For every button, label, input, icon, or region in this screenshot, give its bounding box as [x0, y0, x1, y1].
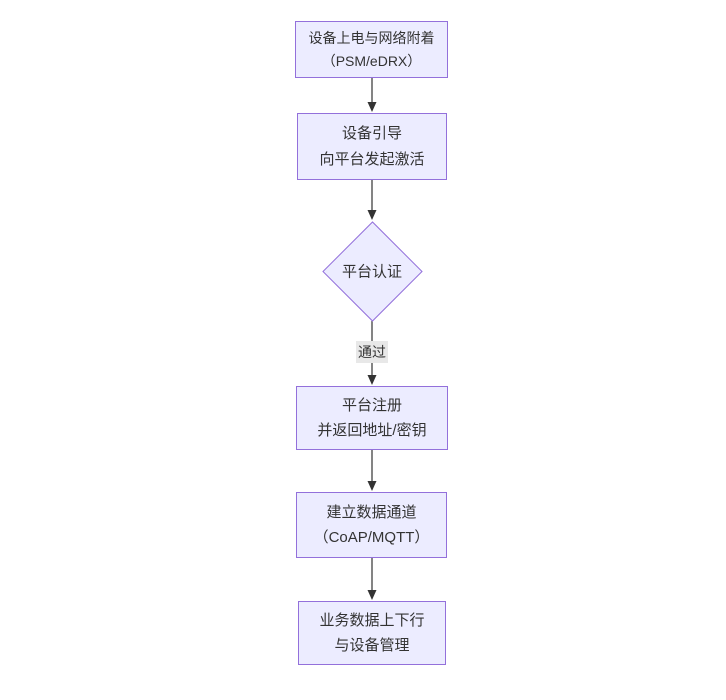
node-business-data: 业务数据上下行 与设备管理: [298, 601, 446, 665]
node-device-bootstrap-line1: 设备引导: [341, 125, 402, 142]
node-platform-register-line2: 并返回地址/密钥: [317, 422, 427, 439]
node-device-bootstrap: 设备引导 向平台发起激活: [297, 113, 447, 180]
arrow-channel-to-business: [367, 558, 377, 600]
arrow-register-to-channel: [367, 450, 377, 491]
node-platform-auth-label: 平台认证: [341, 263, 403, 281]
node-platform-register: 平台注册 并返回地址/密钥: [296, 386, 448, 450]
node-power-on-attach-line1: 设备上电与网络附着: [308, 30, 435, 47]
node-power-on-attach-line2: （PSM/eDRX）: [321, 52, 422, 69]
node-data-channel-line1: 建立数据通道: [326, 503, 417, 521]
arrow-bootstrap-to-auth: [367, 180, 377, 220]
node-device-bootstrap-line2: 向平台发起激活: [319, 150, 425, 168]
node-platform-register-line1: 平台注册: [341, 396, 402, 414]
node-business-data-line2: 与设备管理: [334, 637, 410, 654]
node-power-on-attach: 设备上电与网络附着 （PSM/eDRX）: [295, 21, 448, 78]
node-data-channel: 建立数据通道 （CoAP/MQTT）: [296, 492, 447, 558]
node-business-data-line1: 业务数据上下行: [319, 611, 425, 629]
arrow-power-to-bootstrap: [367, 78, 377, 112]
node-data-channel-line2: （CoAP/MQTT）: [313, 529, 430, 546]
edge-label-pass: 通过: [356, 341, 388, 363]
